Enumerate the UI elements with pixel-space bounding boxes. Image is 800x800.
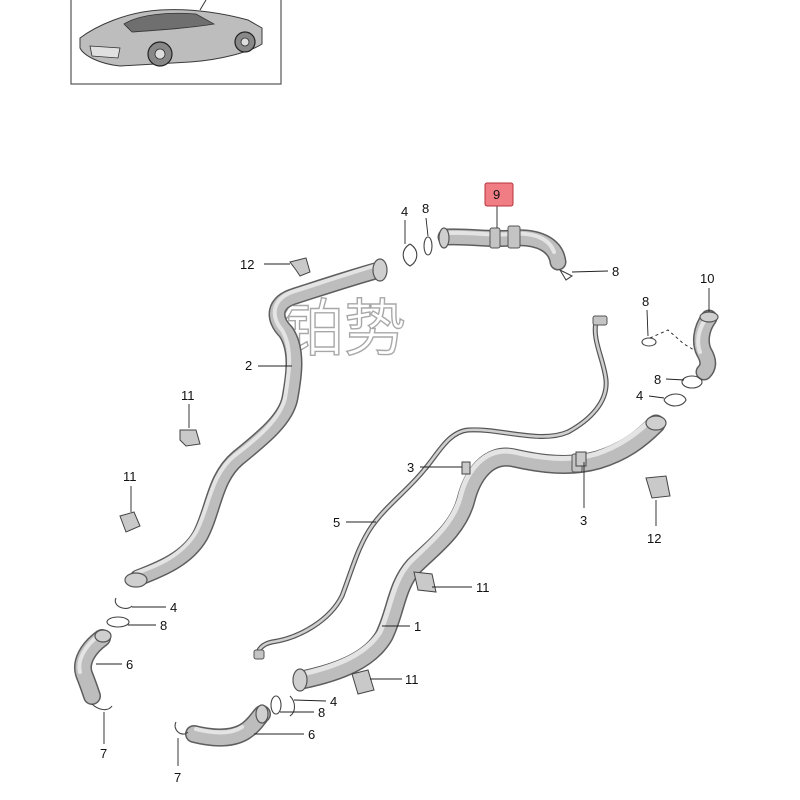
dashed-link bbox=[649, 329, 695, 351]
callout-4[interactable]: 4 bbox=[401, 204, 408, 219]
callout-7[interactable]: 7 bbox=[100, 746, 107, 761]
vehicle-thumbnail bbox=[70, 0, 282, 85]
bracket-3-a bbox=[461, 461, 471, 475]
o-ring-8-c bbox=[641, 337, 657, 347]
callout-11[interactable]: 11 bbox=[181, 388, 195, 403]
small-parts bbox=[91, 236, 703, 735]
callout-8[interactable]: 8 bbox=[160, 618, 167, 633]
callout-5[interactable]: 5 bbox=[333, 515, 340, 530]
hose-part-6-bottom bbox=[185, 704, 271, 747]
callout-7[interactable]: 7 bbox=[174, 770, 181, 785]
highlight-part-9 bbox=[484, 182, 514, 207]
hose-part-6-left bbox=[74, 629, 112, 705]
bracket-3-b bbox=[575, 451, 587, 467]
callout-6[interactable]: 6 bbox=[308, 727, 315, 742]
spring-clip-4-d bbox=[289, 695, 296, 717]
spring-clip-4-b bbox=[663, 393, 687, 407]
bracket-11-d bbox=[351, 669, 375, 695]
bracket-12-top bbox=[289, 257, 311, 277]
callout-10[interactable]: 10 bbox=[700, 271, 714, 286]
callout-8[interactable]: 8 bbox=[642, 294, 649, 309]
callout-8[interactable]: 8 bbox=[318, 705, 325, 720]
callout-8[interactable]: 8 bbox=[612, 264, 619, 279]
callout-12[interactable]: 12 bbox=[240, 257, 254, 272]
callout-4[interactable]: 4 bbox=[636, 388, 643, 403]
hose-part-9 bbox=[437, 225, 567, 271]
callout-3[interactable]: 3 bbox=[407, 460, 414, 475]
hose-part-1 bbox=[292, 414, 667, 692]
bracket-11-b bbox=[119, 511, 141, 533]
callout-4[interactable]: 4 bbox=[330, 694, 337, 709]
o-ring-8-right bbox=[558, 268, 574, 281]
spring-clip-4-c bbox=[114, 597, 133, 609]
callout-8[interactable]: 8 bbox=[422, 201, 429, 216]
callout-3[interactable]: 3 bbox=[580, 513, 587, 528]
callout-6[interactable]: 6 bbox=[126, 657, 133, 672]
spring-clip-4-top bbox=[402, 243, 418, 267]
callout-8[interactable]: 8 bbox=[654, 372, 661, 387]
hose-clamp-7-left bbox=[91, 703, 113, 711]
callout-11[interactable]: 11 bbox=[476, 580, 490, 595]
leader-lines bbox=[96, 206, 710, 766]
watermark-text: 铂势 bbox=[282, 292, 406, 365]
o-ring-8-top bbox=[423, 236, 433, 256]
callout-numbers: 9 4 8 8 12 10 8 2 8 4 11 3 11 3 5 12 11 … bbox=[100, 187, 714, 785]
callout-2[interactable]: 2 bbox=[245, 358, 252, 373]
callout-11[interactable]: 11 bbox=[123, 469, 137, 484]
o-ring-8-d bbox=[681, 375, 703, 389]
callout-12[interactable]: 12 bbox=[647, 531, 661, 546]
pipe-part-5 bbox=[253, 315, 609, 660]
hose-clamp-7-bottom bbox=[174, 721, 189, 735]
o-ring-8-e bbox=[106, 616, 130, 628]
bracket-12-right bbox=[645, 475, 671, 499]
hose-part-2 bbox=[124, 258, 388, 588]
callout-1[interactable]: 1 bbox=[414, 619, 421, 634]
callout-9[interactable]: 9 bbox=[493, 187, 500, 202]
bracket-11-a bbox=[179, 429, 201, 447]
bracket-11-c bbox=[413, 571, 437, 593]
callout-4[interactable]: 4 bbox=[170, 600, 177, 615]
callout-11[interactable]: 11 bbox=[405, 672, 419, 687]
car-icon bbox=[79, 0, 263, 67]
hose-part-10 bbox=[692, 309, 719, 381]
o-ring-8-f bbox=[270, 695, 282, 715]
